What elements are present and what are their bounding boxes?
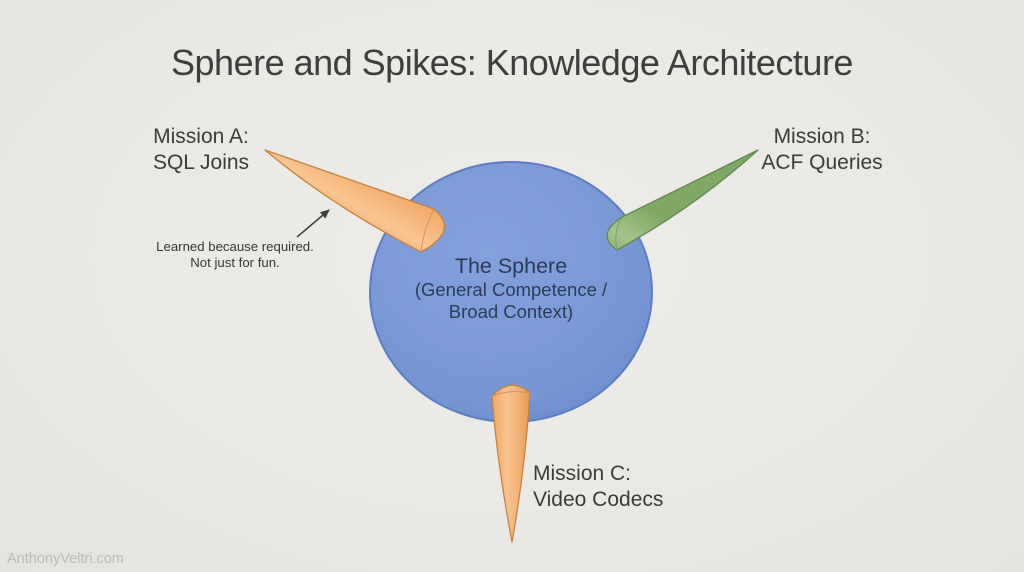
mission-c-line2: Video Codecs [533, 488, 664, 511]
annotation-line2: Not just for fun. [190, 254, 280, 270]
sphere-label: The Sphere (General Competence / Broad C… [361, 253, 661, 323]
sphere-subtitle-line1: (General Competence / [414, 279, 608, 300]
mission-c-label: Mission C: Video Codecs [533, 461, 753, 513]
annotation-line1: Learned because required. [156, 239, 314, 254]
mission-a-line1: Mission A: [153, 125, 249, 148]
sphere-title: The Sphere [454, 254, 568, 278]
mission-a-label: Mission A: SQL Joins [91, 124, 311, 176]
mission-b-label: Mission B: ACF Queries [712, 124, 932, 176]
spike-mission-a [264, 149, 445, 253]
mission-b-line2: ACF Queries [761, 151, 883, 174]
mission-a-line2: SQL Joins [152, 151, 250, 174]
spike-mission-b [606, 149, 759, 251]
watermark: AnthonyVeltri.com [7, 551, 124, 567]
mission-c-line1: Mission C: [533, 462, 632, 485]
mission-b-line1: Mission B: [773, 125, 871, 148]
annotation-note: Learned because required. Not just for f… [135, 239, 335, 270]
spike-mission-c [491, 384, 531, 543]
page-title: Sphere and Spikes: Knowledge Architectur… [171, 42, 853, 83]
annotation-arrow-icon [296, 209, 330, 238]
sphere-subtitle-line2: Broad Context) [448, 301, 574, 322]
